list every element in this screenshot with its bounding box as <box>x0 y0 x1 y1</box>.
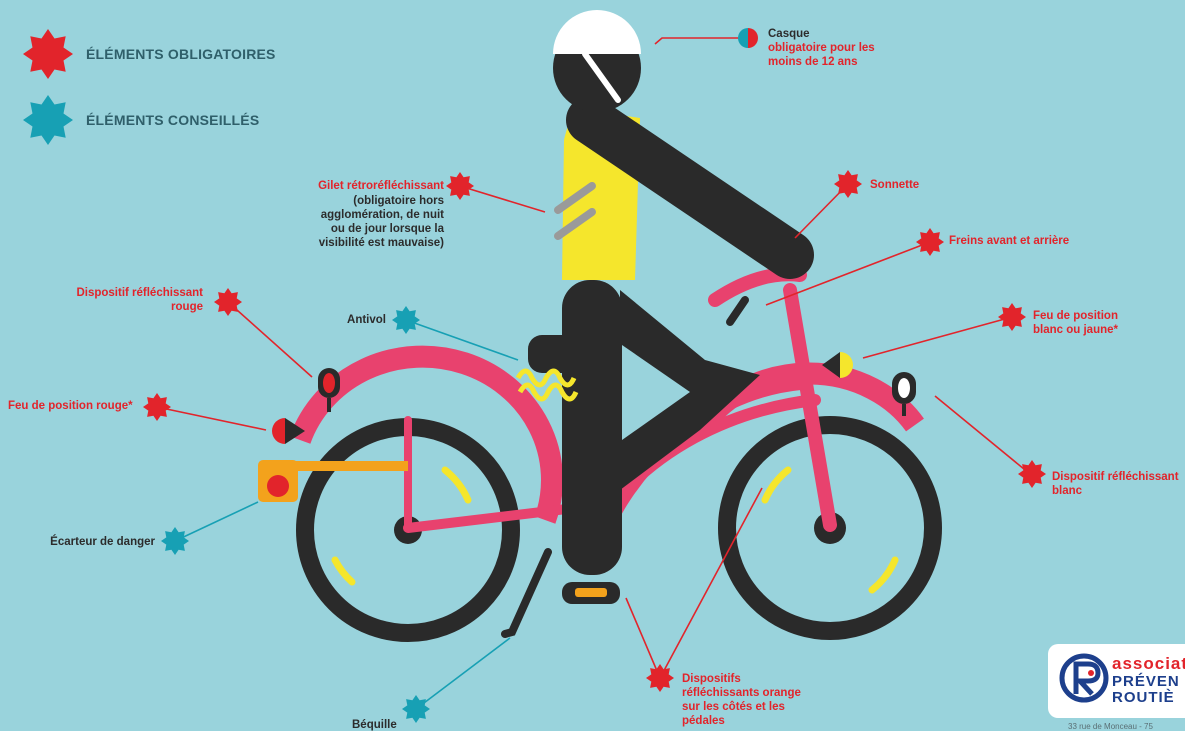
logo-line-3: ROUTIÈ <box>1112 690 1175 706</box>
label-kickstand: Béquille <box>352 718 397 731</box>
label-front-light-1: Feu de position <box>1033 309 1118 323</box>
legend-recommended: ÉLÉMENTS CONSEILLÉS <box>86 112 259 128</box>
rider <box>528 10 790 604</box>
label-rear-light: Feu de position rouge* <box>8 399 133 413</box>
label-vest-note-1: (obligatoire hors <box>353 194 444 208</box>
label-vest-note-4: visibilité est mauvaise) <box>319 236 444 250</box>
label-helmet-note-2: moins de 12 ans <box>768 55 857 69</box>
label-front-reflector-2: blanc <box>1052 484 1082 498</box>
label-pedal-reflectors-1: Dispositifs <box>682 672 741 686</box>
label-front-reflector-1: Dispositif réfléchissant <box>1052 470 1179 484</box>
label-helmet-note-1: obligatoire pour les <box>768 41 875 55</box>
logo-line-2: PRÉVEN <box>1112 674 1180 690</box>
label-lock: Antivol <box>347 313 386 327</box>
label-front-light-2: blanc ou jaune* <box>1033 323 1118 337</box>
label-pedal-reflectors-2: réfléchissants orange <box>682 686 801 700</box>
mandatory-legend-icon <box>23 29 73 79</box>
recommended-legend-icon <box>23 95 73 145</box>
logo-footnote: 33 rue de Monceau - 75 <box>1068 722 1153 731</box>
label-pedal-reflectors-3: sur les côtés et les <box>682 700 785 714</box>
label-vest: Gilet rétroréfléchissant <box>318 179 444 193</box>
legend-mandatory: ÉLÉMENTS OBLIGATOIRES <box>86 46 276 62</box>
danger-spacer <box>258 460 298 502</box>
label-brakes: Freins avant et arrière <box>949 234 1069 248</box>
label-rear-reflector-1: Dispositif réfléchissant <box>76 286 203 300</box>
label-vest-note-3: ou de jour lorsque la <box>331 222 444 236</box>
label-bell: Sonnette <box>870 178 919 192</box>
label-helmet: Casque <box>768 27 810 41</box>
label-rear-reflector-2: rouge <box>171 300 203 314</box>
label-spacer: Écarteur de danger <box>50 535 155 549</box>
label-vest-note-2: agglomération, de nuit <box>321 208 444 222</box>
helmet-marker <box>738 28 758 48</box>
logo-mark <box>1058 652 1110 704</box>
logo-line-1: associat <box>1112 654 1185 674</box>
label-pedal-reflectors-4: pédales <box>682 714 725 728</box>
